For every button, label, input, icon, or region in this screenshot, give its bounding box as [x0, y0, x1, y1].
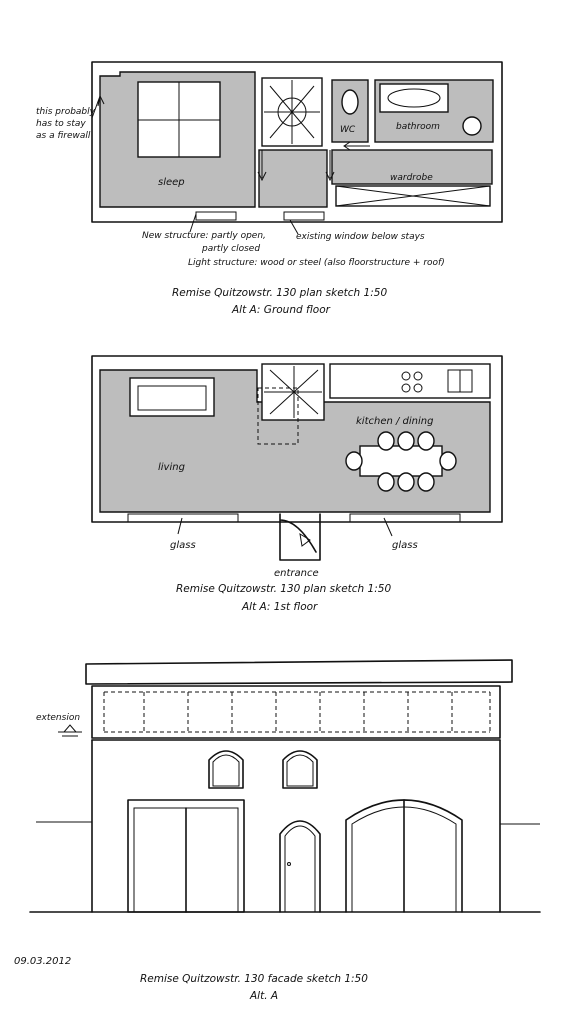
- firewall-note-line1: this probably: [36, 107, 96, 117]
- existing-window-label: existing window below stays: [296, 232, 425, 242]
- bathroom-label: bathroom: [396, 122, 440, 132]
- ground-floor-caption: Remise Quitzowstr. 130 plan sketch 1:50: [172, 287, 387, 299]
- roof: [85, 659, 513, 685]
- dining-table: [359, 445, 443, 477]
- new-structure-label: New structure: partly open,: [142, 231, 266, 241]
- stair-core: [258, 149, 328, 208]
- extension-label: extension: [36, 713, 80, 723]
- glass-left-label: glass: [170, 540, 196, 551]
- wardrobe-label: wardrobe: [390, 173, 433, 183]
- level-marker-icon: [58, 724, 82, 737]
- hallway: [331, 149, 493, 185]
- facade-subcaption: Alt. A: [249, 990, 278, 1002]
- chair: [377, 431, 395, 451]
- stair-dashed-outline: [257, 387, 299, 445]
- hob-icon: [401, 371, 411, 381]
- ground-floor-outer-wall: [91, 61, 503, 223]
- ground-floor-subcaption: Alt A: Ground floor: [231, 304, 331, 316]
- toilet-icon: [341, 89, 359, 115]
- first-floor-caption: Remise Quitzowstr. 130 plan sketch 1:50: [176, 583, 391, 595]
- firewall-note-line3: as a firewall: [36, 131, 91, 141]
- first-floor-subcaption: Alt A: 1st floor: [241, 601, 318, 613]
- facade-caption: Remise Quitzowstr. 130 facade sketch 1:5…: [140, 973, 368, 985]
- entrance-door: [279, 513, 321, 561]
- entrance-label: entrance: [274, 568, 319, 579]
- sink-icon: [462, 116, 482, 136]
- kitchen-label: kitchen / dining: [356, 416, 433, 427]
- partly-closed-label: partly closed: [201, 244, 260, 254]
- glass-right-label: glass: [392, 540, 418, 551]
- living-label: living: [158, 462, 185, 473]
- extension-box: [91, 685, 501, 739]
- spiral-stair-icon: [264, 80, 320, 144]
- sketch-date: 09.03.2012: [14, 956, 71, 967]
- firewall-note-line2: has to stay: [36, 119, 86, 129]
- facade-elevation: extension 09.03.2012 Remise Quitzowstr. …: [14, 659, 541, 1002]
- upper-window-right: [282, 750, 318, 789]
- sleep-label: sleep: [158, 177, 185, 188]
- kitchen-counter: [329, 363, 491, 399]
- ground-floor-plan: this probably has to stay as a firewall …: [36, 61, 503, 316]
- wc-label: WC: [340, 125, 356, 135]
- bathtub: [379, 83, 449, 113]
- first-floor-plan: kitchen / dining living glass glass entr…: [91, 355, 503, 613]
- facade-entrance-door: [279, 820, 321, 913]
- light-structure-label: Light structure: wood or steel (also flo…: [188, 258, 445, 268]
- upper-window-left: [208, 750, 244, 789]
- first-floor-outer-wall: [91, 355, 503, 523]
